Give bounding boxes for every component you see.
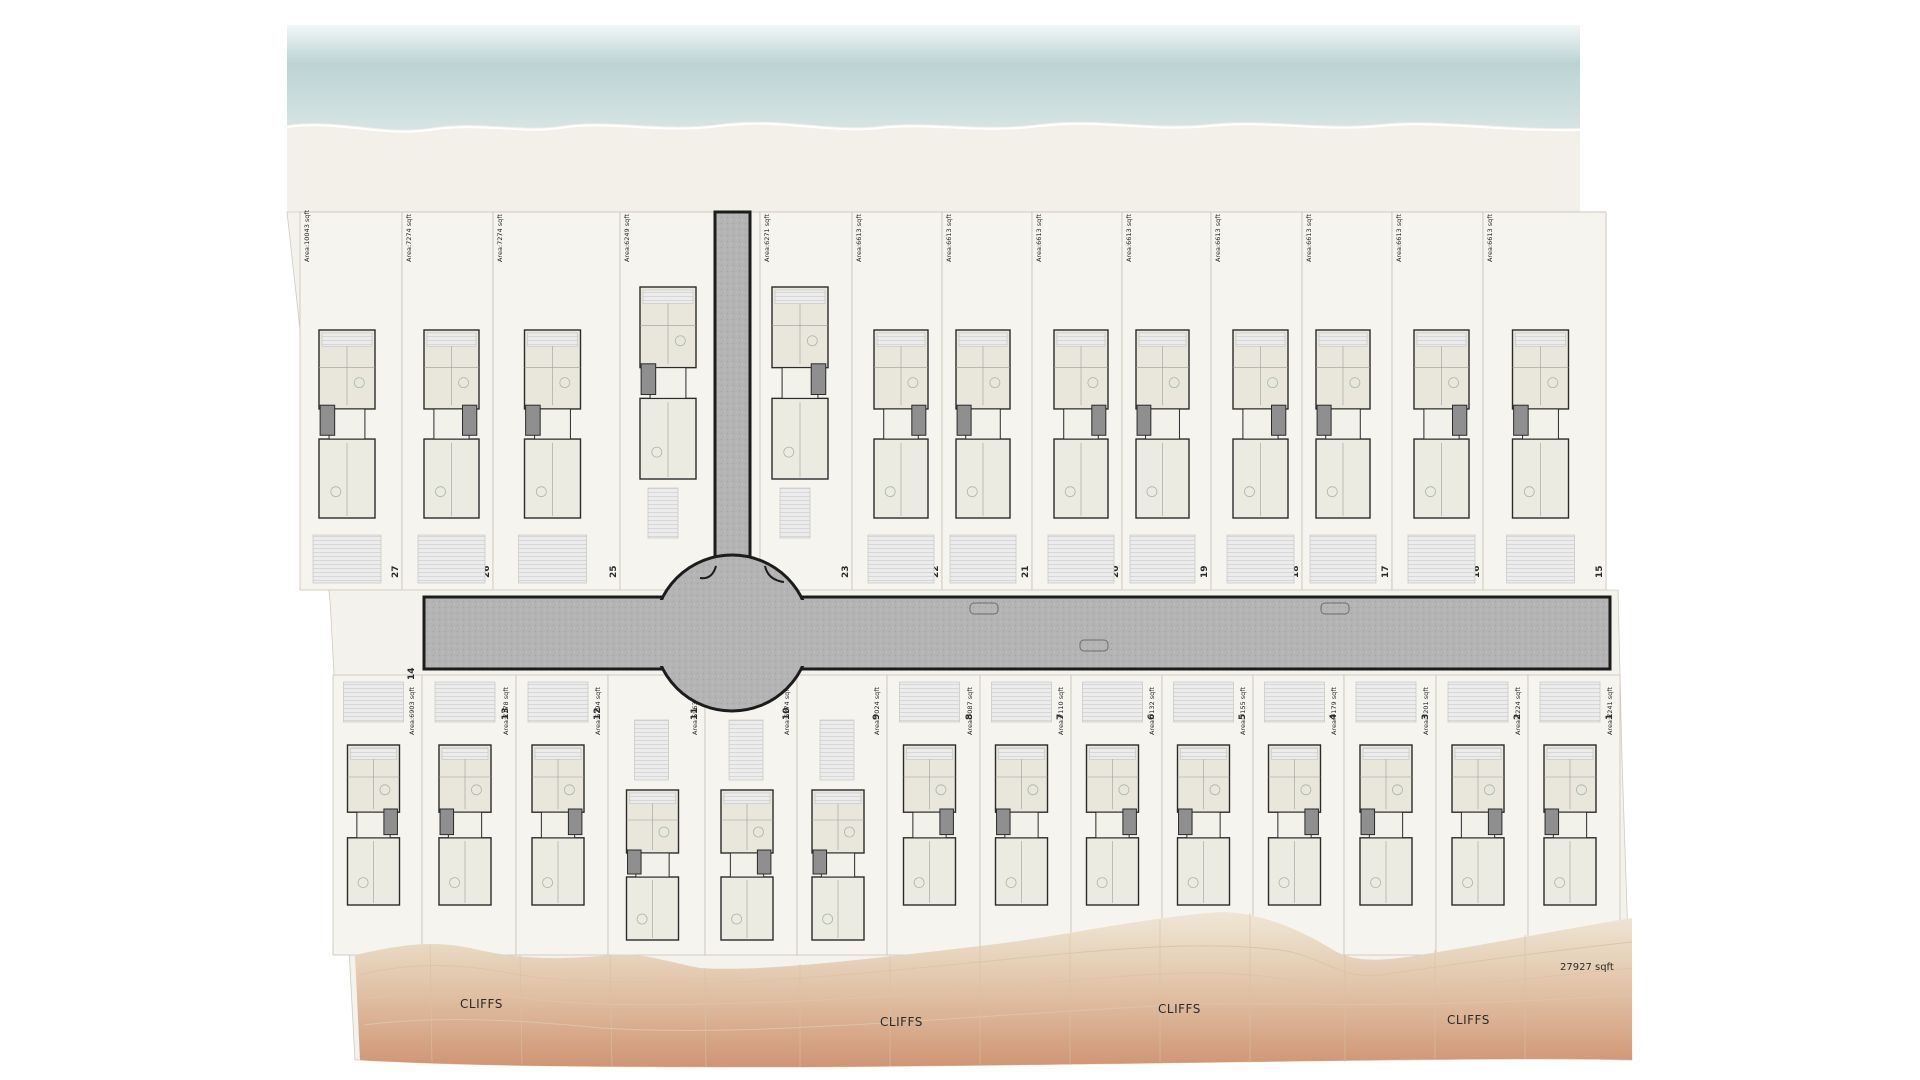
lot-area-label: Area:7110 sqft bbox=[1057, 687, 1065, 735]
sea bbox=[287, 25, 1580, 135]
lot-number: 6 bbox=[1147, 714, 1157, 720]
lot-area-label: Area:7274 sqft bbox=[405, 214, 413, 262]
lot-number: 14 bbox=[407, 667, 417, 680]
lot-north: Area:10043 sqft 27 bbox=[299, 209, 403, 591]
lot-north: Area:6613 sqft 22 bbox=[851, 211, 943, 591]
lot-number: 20 bbox=[1111, 565, 1121, 578]
lot-number: 13 bbox=[501, 707, 511, 720]
lot-area-label: Area:6794 sqft bbox=[594, 687, 602, 735]
parked-car bbox=[1079, 639, 1109, 652]
lot-number: 25 bbox=[609, 565, 619, 578]
cliff-labels: CLIFFS CLIFFS CLIFFS CLIFFS bbox=[460, 997, 1490, 1029]
lot-area-label: Area:7155 sqft bbox=[1239, 687, 1247, 735]
lot-area-label: Area:6613 sqft bbox=[1395, 214, 1403, 262]
lot-area-label: Area:7274 sqft bbox=[496, 214, 504, 262]
lot-area-label: Area:6271 sqft bbox=[763, 214, 771, 262]
lot-number: 22 bbox=[931, 565, 941, 578]
lot-area-label: Area:6613 sqft bbox=[1214, 214, 1222, 262]
lot-area-label: Area:6613 sqft bbox=[945, 214, 953, 262]
lot-north: Area:6271 sqft 23 bbox=[759, 211, 853, 591]
lot-area-label: Area:7179 sqft bbox=[1330, 687, 1338, 735]
lot-north: Area:7274 sqft 26 bbox=[401, 211, 494, 591]
lot-area-label: Area:6613 sqft bbox=[1305, 214, 1313, 262]
lot-area-label: Area:7241 sqft bbox=[1606, 687, 1614, 735]
lot-number: 17 bbox=[1381, 565, 1391, 578]
lot-number: 4 bbox=[1329, 714, 1339, 720]
lot-area-label: Area:6903 sqft bbox=[408, 687, 416, 735]
lot-area-label: Area:7201 sqft bbox=[1422, 687, 1430, 735]
lot-north: Area:6613 sqft 19 bbox=[1121, 211, 1212, 591]
cliff-label: CLIFFS bbox=[460, 997, 503, 1011]
cliff-label: CLIFFS bbox=[1158, 1002, 1201, 1016]
lot-south: Area:6903 sqft 14 bbox=[332, 667, 423, 956]
lot-number: 21 bbox=[1021, 565, 1031, 578]
lot-number: 27 bbox=[391, 565, 401, 578]
lot-area-label: Area:6249 sqft bbox=[623, 214, 631, 262]
total-area-label: 27927 sqft bbox=[1560, 962, 1614, 973]
lot-area-label: Area:6613 sqft bbox=[1486, 214, 1494, 262]
lot-area-label: Area:6274 sqft bbox=[783, 687, 791, 735]
lot-area-label: Area:7224 sqft bbox=[1514, 687, 1522, 735]
shoreline bbox=[286, 122, 1581, 133]
lot-area-label: Area:7024 sqft bbox=[873, 687, 881, 735]
lot-area-label: Area:5963 sqft bbox=[691, 687, 699, 735]
lot-area-label: Area:6613 sqft bbox=[1035, 214, 1043, 262]
lot-area-label: Area:6613 sqft bbox=[1125, 214, 1133, 262]
lot-number: 3 bbox=[1421, 714, 1431, 720]
lot-north: Area:6613 sqft 18 bbox=[1210, 211, 1303, 591]
lot-area-label: Area:10043 sqft bbox=[303, 209, 311, 262]
lot-number: 19 bbox=[1200, 565, 1210, 578]
lot-north: Area:7274 sqft 25 bbox=[492, 211, 621, 591]
lot-number: 7 bbox=[1056, 714, 1066, 720]
main-road bbox=[422, 595, 1612, 671]
lot-number: 9 bbox=[872, 714, 882, 720]
lot-area-label: Area:7087 sqft bbox=[966, 687, 974, 735]
lot-number: 12 bbox=[593, 707, 603, 720]
lot-north: Area:6613 sqft 16 bbox=[1391, 211, 1484, 591]
lot-area-label: Area:7132 sqft bbox=[1148, 687, 1156, 735]
lot-number: 15 bbox=[1595, 565, 1605, 578]
cliff-contours bbox=[357, 941, 1633, 1031]
lot-area-label: Area:7178 sqft bbox=[502, 687, 510, 735]
lot-number: 10 bbox=[782, 707, 792, 720]
lot-north: Area:6613 sqft 17 bbox=[1301, 211, 1393, 591]
lot-number: 23 bbox=[841, 565, 851, 578]
parked-car bbox=[969, 602, 999, 615]
cliff-label: CLIFFS bbox=[1447, 1013, 1490, 1027]
lot-north: Area:6613 sqft 15 bbox=[1482, 211, 1607, 591]
lot-number: 5 bbox=[1238, 714, 1248, 720]
beach bbox=[287, 121, 1580, 212]
lot-number: 8 bbox=[965, 714, 975, 720]
cliffs bbox=[355, 912, 1632, 1067]
cliff-grid bbox=[429, 913, 1526, 1068]
lot-north: Area:6613 sqft 21 bbox=[941, 211, 1033, 591]
lot-number: 18 bbox=[1291, 565, 1301, 578]
cliff-label: CLIFFS bbox=[880, 1015, 923, 1029]
lot-north: Area:6613 sqft 20 bbox=[1031, 211, 1123, 591]
lot-area-label: Area:6613 sqft bbox=[855, 214, 863, 262]
lot-number: 1 bbox=[1605, 714, 1615, 720]
lot-number: 26 bbox=[482, 565, 492, 578]
parked-car bbox=[1320, 602, 1350, 615]
cul-de-sac-road bbox=[713, 210, 752, 614]
lot-number: 16 bbox=[1472, 565, 1482, 578]
lot-number: 2 bbox=[1513, 714, 1523, 720]
lot-number: 11 bbox=[690, 707, 700, 720]
